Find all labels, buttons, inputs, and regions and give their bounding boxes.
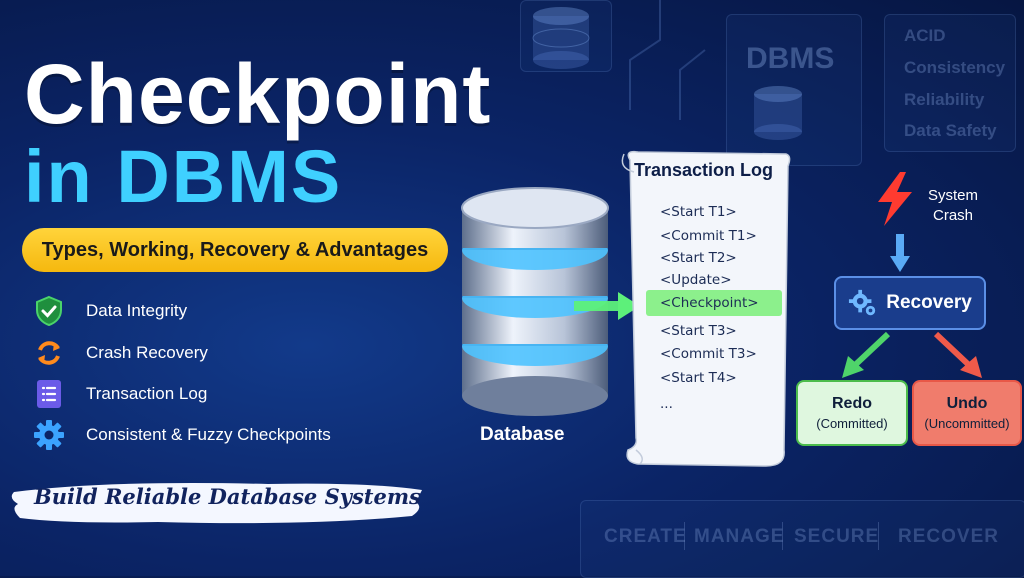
log-entry: <Start T4>	[660, 370, 737, 386]
gear-icon	[32, 418, 66, 452]
bg-dbms-panel	[726, 14, 862, 166]
transaction-log-title: Transaction Log	[634, 160, 774, 180]
gears-icon	[849, 289, 876, 316]
arrow-red-icon	[933, 331, 982, 378]
feature-item: Data Integrity	[32, 294, 187, 328]
document-list-icon	[32, 377, 66, 411]
database-label: Database	[480, 424, 565, 445]
undo-box: Undo (Uncommitted)	[912, 380, 1022, 446]
log-entry-checkpoint: <Checkpoint>	[660, 295, 759, 311]
bg-bottom-word: CREATE	[604, 526, 687, 547]
checkpoint-highlight	[646, 290, 782, 316]
arrow-green-icon	[842, 331, 891, 378]
undo-title: Undo	[946, 395, 988, 412]
bg-separator	[684, 522, 685, 550]
feature-item: Transaction Log	[32, 377, 207, 411]
redo-box: Redo (Committed)	[796, 380, 908, 446]
log-entry: <Start T1>	[660, 204, 737, 220]
bg-prop: Data Safety	[904, 121, 997, 140]
page-title-line1: Checkpoint	[24, 47, 492, 141]
bg-prop: ACID	[904, 26, 946, 45]
log-entry: <Update>	[660, 272, 732, 288]
shield-check-icon	[32, 294, 66, 328]
log-entry: <Commit T3>	[660, 346, 757, 362]
log-entry: <Start T3>	[660, 323, 737, 339]
undo-subtitle: (Uncommitted)	[924, 416, 1010, 431]
bg-circuit-lines	[629, 0, 706, 120]
feature-label: Crash Recovery	[86, 343, 208, 362]
feature-label: Data Integrity	[86, 301, 188, 320]
recovery-box: Recovery	[834, 276, 986, 330]
crash-line2: Crash	[933, 207, 974, 224]
bg-prop: Reliability	[904, 90, 985, 109]
crash-line1: System	[928, 187, 979, 204]
bg-bottom-word: RECOVER	[898, 526, 999, 547]
bg-database-icon	[754, 86, 802, 140]
log-entry: <Start T2>	[660, 250, 737, 266]
page-title-line2: in DBMS	[24, 135, 343, 218]
bg-database-icon	[532, 7, 590, 69]
log-entry: <Commit T1>	[660, 228, 757, 244]
bg-bottom-panel	[580, 500, 1024, 578]
bg-bottom-word: MANAGE	[694, 526, 785, 547]
bg-bottom-word: SECURE	[794, 526, 880, 547]
feature-label: Transaction Log	[86, 384, 208, 403]
subtitle-pill: Types, Working, Recovery & Advantages	[22, 228, 448, 272]
feature-label: Consistent & Fuzzy Checkpoints	[86, 425, 331, 444]
tagline-brush-stroke	[11, 483, 422, 524]
bg-dbms-text: DBMS	[746, 42, 835, 75]
arrow-down-icon	[890, 234, 910, 272]
refresh-icon	[32, 336, 66, 370]
redo-title: Redo	[832, 395, 872, 412]
bg-props-panel	[884, 14, 1016, 152]
bg-prop: Consistency	[904, 58, 1006, 77]
database-icon	[461, 187, 609, 416]
tagline: Build Reliable Database Systems	[34, 484, 421, 509]
system-crash-label: System Crash	[928, 186, 978, 226]
feature-item: Consistent & Fuzzy Checkpoints	[32, 418, 331, 452]
lightning-icon	[878, 172, 912, 226]
feature-item: Crash Recovery	[32, 336, 208, 370]
bg-separator	[878, 522, 879, 550]
recovery-label: Recovery	[886, 292, 972, 313]
log-entry: ...	[660, 396, 673, 412]
arrow-right-icon	[574, 292, 640, 320]
bg-separator	[782, 522, 783, 550]
bg-database-panel	[520, 0, 612, 72]
redo-subtitle: (Committed)	[816, 416, 888, 431]
